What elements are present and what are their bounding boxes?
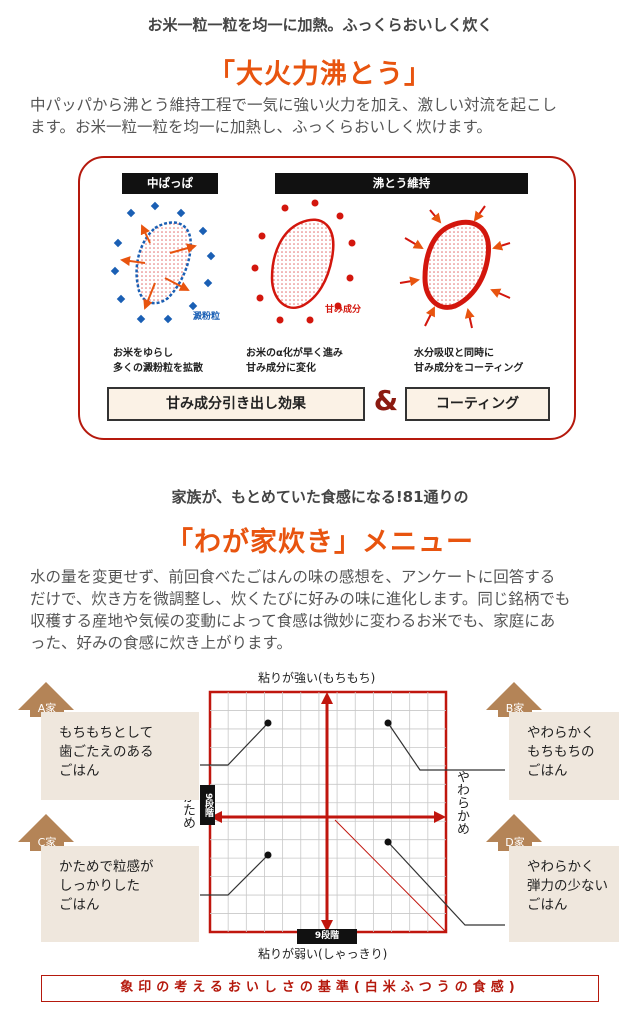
section1-title: 「大火力沸とう」 bbox=[208, 59, 432, 90]
section2-paragraph-line: った、好みの食感に炊き上がります。 bbox=[30, 634, 292, 652]
house-d-description: やわらかく 弾力の少ない ごはん bbox=[509, 846, 619, 942]
rice-grain-1 bbox=[110, 201, 216, 324]
house-b-description: やわらかく もちもちの ごはん bbox=[509, 712, 619, 800]
label-starch-grains: 澱粉粒 bbox=[193, 312, 221, 322]
caption-stage-3: 水分吸収と同時に 甘み成分をコーティング bbox=[414, 346, 523, 376]
caption-line: 甘み成分をコーティング bbox=[414, 363, 524, 374]
axis-label-right: やわらかめ bbox=[454, 770, 469, 835]
ampersand: & bbox=[373, 384, 399, 417]
badge-9-steps-vertical: 9段階 bbox=[200, 785, 215, 825]
house-d-line: やわらかく bbox=[527, 859, 595, 875]
caption-line: お米のα化が早く進み bbox=[246, 348, 343, 359]
house-d-line: 弾力の少ない bbox=[527, 878, 608, 894]
house-b-line: やわらかく bbox=[527, 725, 595, 741]
section2-paragraph-line: 水の量を変更せず、前回食べたごはんの味の感想を、アンケートに回答する bbox=[30, 568, 556, 586]
axis-label-top: 粘りが強い(もちもち) bbox=[258, 671, 376, 685]
house-c-line: かためで粒感が bbox=[59, 859, 154, 875]
house-b-line: ごはん bbox=[527, 763, 568, 779]
caption-line: 多くの澱粉粒を拡散 bbox=[113, 363, 203, 374]
section1-subtitle: お米一粒一粒を均一に加熱。ふっくらおいしく炊く bbox=[147, 16, 493, 34]
house-a-description: もちもちとして 歯ごたえのある ごはん bbox=[41, 712, 199, 800]
section2-paragraph: 水の量を変更せず、前回食べたごはんの味の感想を、アンケートに回答する だけで、炊… bbox=[30, 566, 615, 654]
stage-bar-nakapappa: 中ぱっぱ bbox=[122, 173, 218, 194]
section2-title: 「わが家炊き」メニュー bbox=[166, 527, 474, 558]
label-sweet-component: 甘み成分 bbox=[325, 305, 362, 315]
rice-grain-2 bbox=[251, 199, 356, 324]
zojirushi-standard-note: 象印の考えるおいしさの基準(白米ふつうの食感) bbox=[41, 975, 599, 1002]
axis-label-bottom: 粘りが弱い(しゃっきり) bbox=[258, 947, 388, 961]
stage-bar-boil-maintain: 沸とう維持 bbox=[275, 173, 528, 194]
section2-paragraph-line: 収穫する産地や気候の変動によって食感は微妙に変わるお米でも、家庭にあ bbox=[30, 612, 556, 630]
rice-grain-illustrations bbox=[110, 199, 511, 329]
house-a-line: もちもちとして bbox=[59, 725, 154, 741]
section1-paragraph-line: 中パッパから沸とう維持工程で一気に強い火力を加え、激しい対流を起こし bbox=[30, 96, 558, 114]
house-a-line: 歯ごたえのある bbox=[59, 744, 154, 760]
boiling-diagram-panel bbox=[78, 156, 576, 440]
section2-paragraph-line: だけで、炊き方を微調整し、炊くたびに好みの味に進化します。同じ銘柄でも bbox=[30, 590, 571, 608]
house-a-line: ごはん bbox=[59, 763, 100, 779]
section2-subtitle: 家族が、もとめていた食感になる!81通りの bbox=[171, 488, 469, 506]
house-d-line: ごはん bbox=[527, 897, 568, 913]
caption-stage-1: お米をゆらし 多くの澱粉粒を拡散 bbox=[113, 346, 203, 376]
section1-paragraph: 中パッパから沸とう維持工程で一気に強い火力を加え、激しい対流を起こし ます。お米… bbox=[30, 94, 615, 138]
house-c-description: かためで粒感が しっかりした ごはん bbox=[41, 846, 199, 942]
effect-sweetness-extraction: 甘み成分引き出し効果 bbox=[107, 387, 365, 421]
effect-coating: コーティング bbox=[405, 387, 550, 421]
house-c-line: しっかりした bbox=[59, 878, 140, 894]
house-c-line: ごはん bbox=[59, 897, 100, 913]
house-b-line: もちもちの bbox=[527, 744, 595, 760]
caption-line: 甘み成分に変化 bbox=[246, 363, 316, 374]
rice-grain-3 bbox=[399, 205, 511, 329]
caption-line: 水分吸収と同時に bbox=[414, 348, 494, 359]
badge-9-steps-horizontal: 9段階 bbox=[297, 929, 357, 944]
caption-line: お米をゆらし bbox=[113, 348, 173, 359]
caption-stage-2: お米のα化が早く進み 甘み成分に変化 bbox=[246, 346, 343, 376]
section1-paragraph-line: ます。お米一粒一粒を均一に加熱し、ふっくらおいしく炊けます。 bbox=[30, 118, 492, 136]
